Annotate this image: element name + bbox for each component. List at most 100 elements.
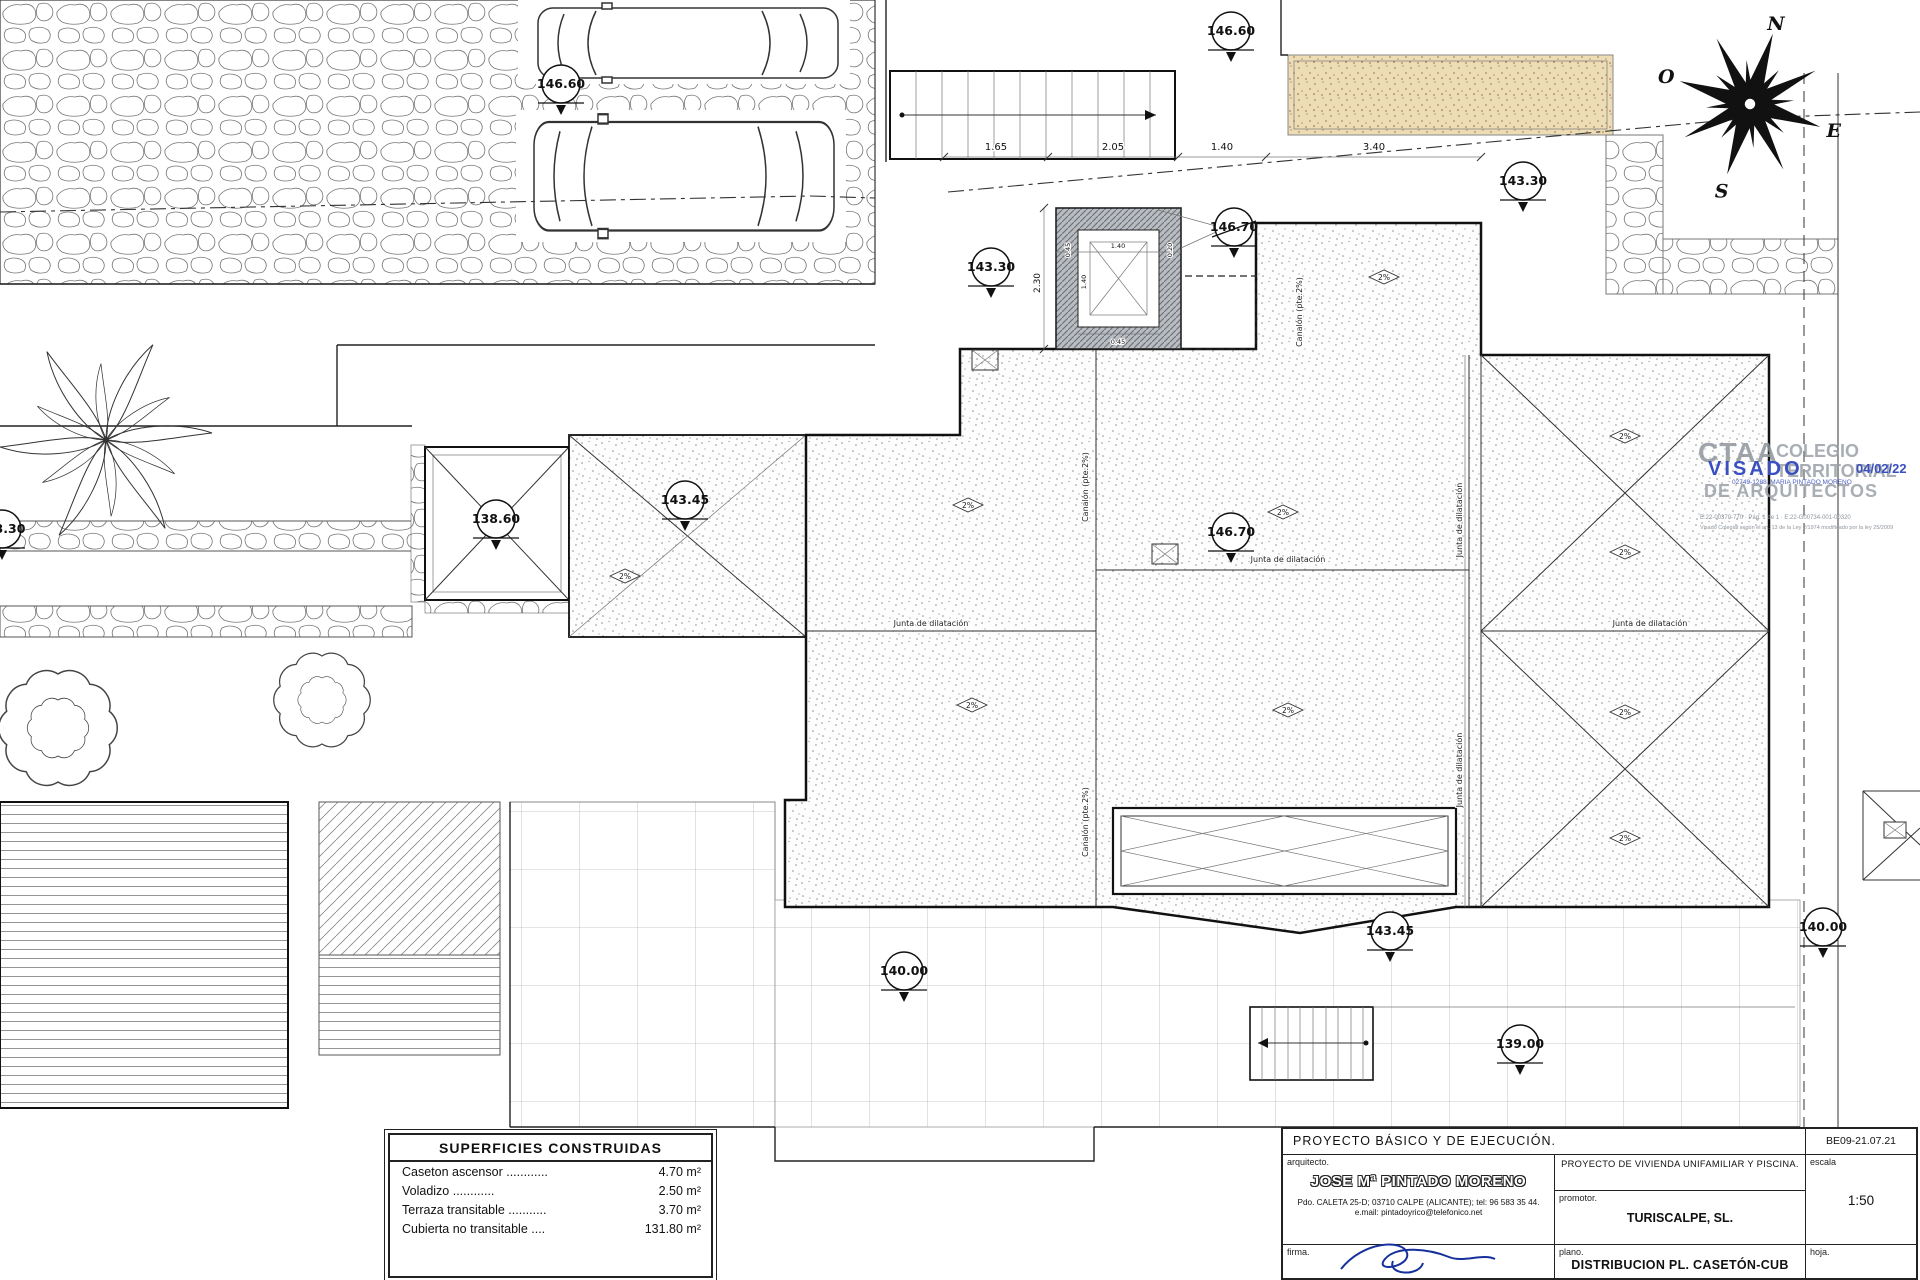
gravel-band [1280,0,1839,295]
level-marker: 143.45 [1366,911,1414,962]
dim-label: 2.30 [1033,273,1043,293]
junta-label: Junta de dilatación [893,618,969,628]
level-marker: 143.30 [967,247,1016,298]
elevator-dashed-outline [1162,275,1257,350]
svg-text:2%: 2% [1619,708,1631,717]
compass-east-label: E [1825,120,1841,142]
svg-text:146.70: 146.70 [1207,524,1256,539]
svg-text:2%: 2% [966,701,978,710]
level-marker: 140.00 [1799,907,1848,958]
project-description: PROYECTO DE VIVIENDA UNIFAMILIAR Y PISCI… [1561,1159,1799,1169]
firma-label: firma. [1287,1247,1310,1257]
garden-steps [318,954,501,1056]
compass-south-label: S [1715,180,1729,202]
plano-title: DISTRIBUCION PL. CASETÓN-CUB [1571,1258,1789,1272]
stamp-org-line: COLEGIO [1776,441,1860,461]
pool [0,801,289,1109]
sheet-code: BE09-21.07.21 [1805,1129,1916,1154]
level-marker: 143.45 [661,480,709,531]
detail-box [1151,543,1179,565]
canalon-label: Canalón (pte.2%) [1080,452,1090,522]
junta-label: Junta de dilatación [1612,618,1688,628]
dim-label: 1.40 [1211,142,1233,153]
bush [0,669,118,787]
lower-roof-section [568,434,807,638]
svg-text:2%: 2% [1378,273,1390,282]
svg-text:140.00: 140.00 [880,963,929,978]
arquitecto-label: arquitecto. [1287,1157,1330,1167]
hoja-label: hoja. [1810,1247,1830,1257]
compass-north-label: N [1766,13,1785,35]
level-marker: 138.60 [472,499,521,550]
dim-label: 3.40 [1363,142,1385,153]
canalon-label: Canalón (pte.2%) [1294,277,1304,347]
level-marker: 146.60 [1207,11,1256,62]
palm-tree [0,344,213,536]
level-marker: 140.00 [880,951,929,1002]
svg-text:140.00: 140.00 [1799,919,1848,934]
dim-label: 1.65 [985,142,1007,153]
project-header: PROYECTO BÁSICO Y DE EJECUCIÓN. [1293,1134,1557,1148]
slope-markers: 2% 2% 2% 2% 2% 2% 2% 2% 2% 2% [608,269,1642,846]
stairs-top [885,0,1176,162]
neighbor-structure [1862,790,1920,881]
visado-stamp: CTAA COLEGIO TERRITORIAL DE ARQUITECTOS … [1698,437,1920,541]
areas-table: SUPERFICIES CONSTRUIDAS Caseton ascensor… [384,1129,717,1280]
dim-label: 1.40 [1080,275,1088,289]
architect-name: JOSE Mª PINTADO MORENO [1310,1173,1527,1190]
level-marker: 146.70 [1207,512,1256,563]
stamp-acronym: CTAA [1698,437,1778,468]
table-row: Terraza transitable ........... 3.70 m² [402,1203,701,1217]
boundary-line-left [0,195,876,213]
svg-text:146.60: 146.60 [1207,23,1256,38]
stamp-visado-text: VISADO [1708,458,1803,480]
roof-annotations: Junta de dilatación Junta de dilatación … [891,276,1688,858]
svg-text:2%: 2% [619,572,631,581]
svg-text:2%: 2% [1619,834,1631,843]
stamp-reference: 02749-1288. MARIA PINTADO MORENO [1732,479,1852,486]
svg-text:143.30: 143.30 [1499,173,1548,188]
svg-text:139.00: 139.00 [1496,1036,1545,1051]
dimension-chain-top: 1.65 2.05 1.40 3.40 [939,141,1486,162]
stamp-smallprint: Visado Colegial según el art. 13 de la L… [1700,525,1894,531]
table-row: Cubierta no transitable .... 131.80 m² [402,1222,701,1236]
svg-text:2%: 2% [1277,508,1289,517]
svg-text:2%: 2% [1282,706,1294,715]
junta-label: Junta de dilatación [1250,554,1326,564]
table-row: Voladizo ............ 2.50 m² [402,1184,701,1198]
bush [273,652,371,748]
junta-label: Junta de dilatación [1454,733,1464,809]
elevator-shaft: 2.30 0.45 1.40 0.20 0.45 1.40 [1032,203,1257,354]
svg-text:2%: 2% [962,501,974,510]
svg-text:146.60: 146.60 [537,76,586,91]
architect-email: e.mail: pintadoyrico@telefonico.net [1354,1208,1483,1217]
plano-label: plano. [1559,1247,1584,1257]
table-row: Caseton ascensor ............ 4.70 m² [402,1165,701,1179]
dim-label: 0.20 [1166,243,1174,257]
car-bottom [532,113,836,240]
stamp-org-line: TERRITORIAL [1776,461,1897,481]
compass-west-label: O [1658,66,1675,88]
stamp-smallprint: E:22-00370-770 · Pág. 1 de 1 · E:22-G007… [1700,515,1851,521]
svg-text:143.45: 143.45 [661,492,709,507]
escala-value: 1:50 [1847,1193,1875,1208]
ramp [318,801,501,956]
stamp-date: 04/02/22 [1856,461,1907,476]
detail-box [971,349,999,371]
dim-label: 1.40 [1111,242,1125,250]
svg-text:143.30: 143.30 [967,259,1016,274]
areas-table-title: SUPERFICIES CONSTRUIDAS [390,1135,711,1162]
stamp-org-line: DE ARQUITECTOS [1704,481,1879,501]
architect-address: Pdo. CALETA 25-D; 03710 CALPE (ALICANTE)… [1297,1198,1540,1207]
svg-text:138.60: 138.60 [472,511,521,526]
svg-text:2%: 2% [1619,548,1631,557]
level-marker-superseded: 146.70 [1210,207,1258,258]
car-top [537,2,839,84]
svg-text:143.45: 143.45 [1366,923,1414,938]
level-marker: 3.30 [0,509,26,560]
level-marker: 139.00 [1496,1024,1545,1075]
dim-label: 2.05 [1102,142,1124,153]
escala-label: escala [1810,1157,1837,1167]
terrace-edges [0,283,875,427]
